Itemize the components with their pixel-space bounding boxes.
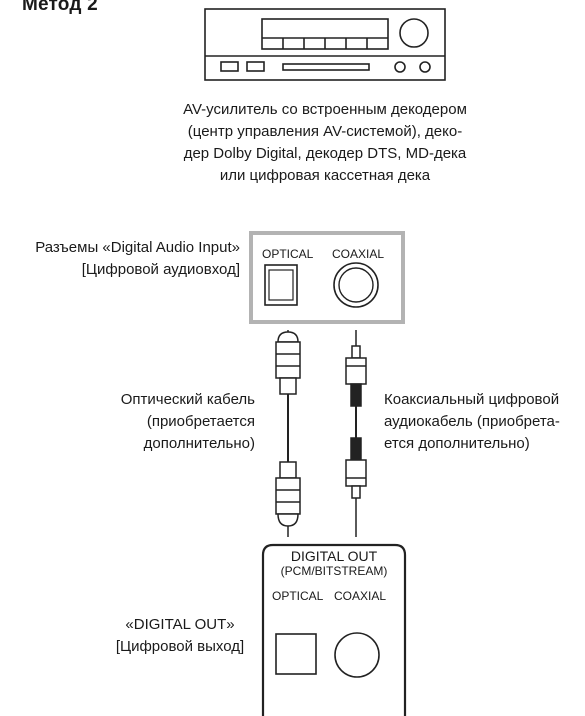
receiver-icon bbox=[204, 8, 446, 81]
input-coaxial-label: COAXIAL bbox=[332, 247, 385, 261]
optical-input-jack bbox=[264, 264, 298, 306]
output-optical-label: OPTICAL bbox=[272, 589, 324, 603]
output-coaxial-label: COAXIAL bbox=[334, 589, 387, 603]
digital-input-label: Разъемы «Digital Audio Input» [Цифровой … bbox=[35, 239, 240, 278]
coaxial-output-jack bbox=[334, 632, 380, 678]
output-heading: DIGITAL OUT bbox=[290, 548, 378, 564]
digital-output-panel bbox=[261, 543, 407, 716]
digital-input-panel bbox=[249, 231, 405, 324]
digital-output-label: «DIGITAL OUT» [Цифровой выход] bbox=[115, 616, 245, 655]
optical-output-jack bbox=[275, 633, 317, 675]
page-title: Метод 2 bbox=[22, 0, 98, 15]
coaxial-input-jack bbox=[333, 262, 379, 308]
optical-cable bbox=[275, 330, 301, 537]
coaxial-cable bbox=[345, 330, 367, 537]
receiver-caption: AV-усилитель со встроенным декодером (це… bbox=[183, 101, 467, 184]
input-optical-label: OPTICAL bbox=[262, 247, 314, 261]
optical-cable-label: Оптический кабель (приобретается дополни… bbox=[120, 391, 255, 452]
output-subheading: (PCM/BITSTREAM) bbox=[280, 564, 388, 578]
coaxial-cable-label: Коаксиальный цифровой аудиокабель (приоб… bbox=[384, 391, 560, 452]
